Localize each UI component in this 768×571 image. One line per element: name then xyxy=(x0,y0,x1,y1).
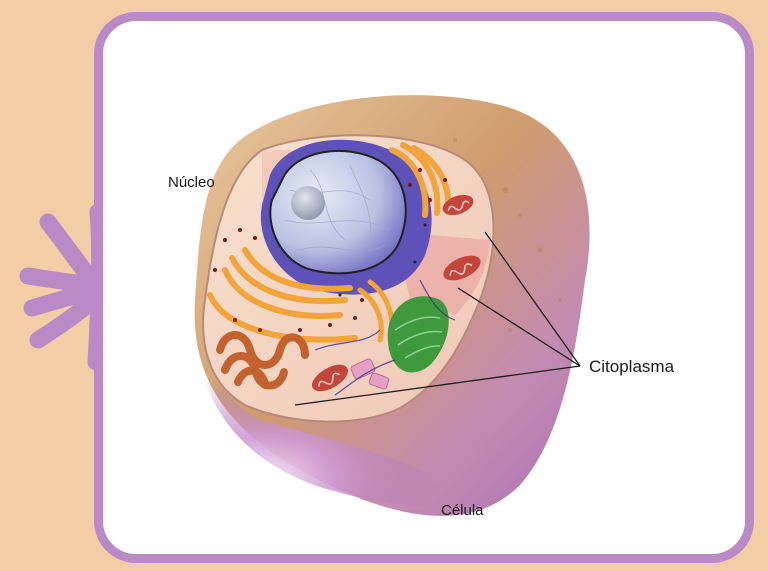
label-celula: Célula xyxy=(441,502,484,519)
label-nucleo: Núcleo xyxy=(168,174,215,191)
label-citoplasma: Citoplasma xyxy=(589,357,674,377)
nucleolus xyxy=(291,186,325,220)
